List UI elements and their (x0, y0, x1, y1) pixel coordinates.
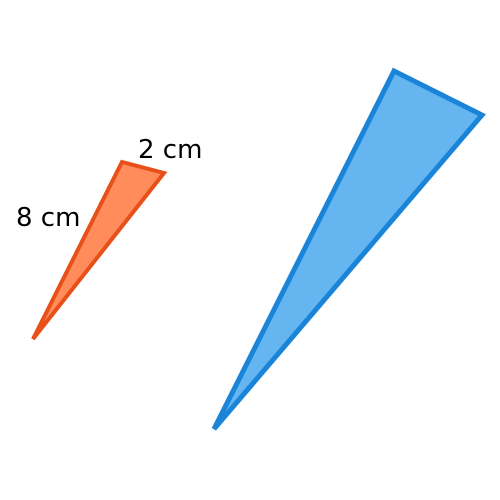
side-label-8cm: 8 cm (16, 203, 80, 233)
large-triangle (211, 67, 486, 431)
side-label-2cm: 2 cm (138, 135, 202, 165)
small-triangle (31, 159, 168, 341)
